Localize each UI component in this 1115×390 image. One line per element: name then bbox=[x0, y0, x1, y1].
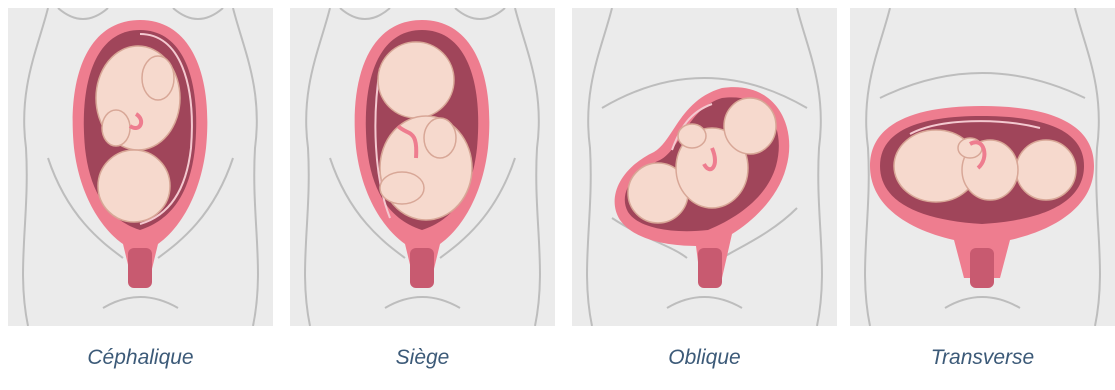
panel-breech bbox=[290, 8, 555, 326]
panel-oblique bbox=[572, 8, 837, 326]
cephalic-illustration bbox=[8, 8, 273, 326]
panel-transverse bbox=[850, 8, 1115, 326]
cervix bbox=[698, 248, 722, 288]
transverse-illustration bbox=[850, 8, 1115, 326]
caption-cephalic: Céphalique bbox=[8, 346, 273, 370]
fetus-transverse bbox=[894, 130, 1076, 202]
caption-oblique: Oblique bbox=[572, 346, 837, 370]
cervix bbox=[970, 248, 994, 288]
cervix bbox=[410, 248, 434, 288]
fetus-cephalic bbox=[96, 46, 180, 222]
panel-cephalic bbox=[8, 8, 273, 326]
caption-transverse: Transverse bbox=[850, 346, 1115, 370]
oblique-illustration bbox=[572, 8, 837, 326]
cervix bbox=[128, 248, 152, 288]
caption-breech: Siège bbox=[290, 346, 555, 370]
breech-illustration bbox=[290, 8, 555, 326]
